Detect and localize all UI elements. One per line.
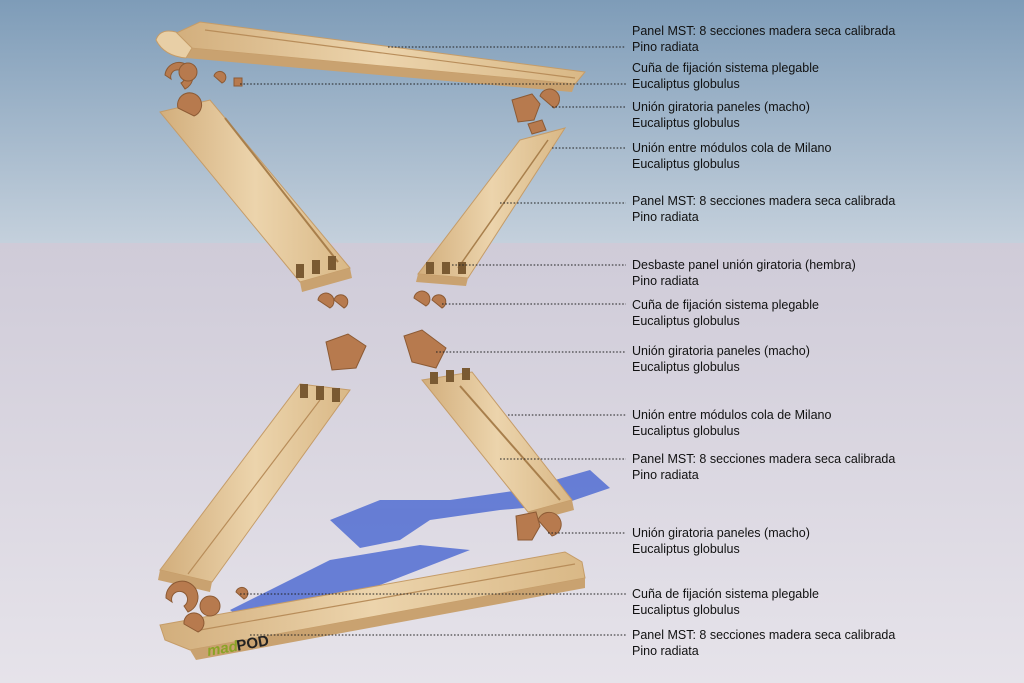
callout-material: Pino radiata	[632, 40, 699, 54]
callout-label: Cuña de fijación sistema plegable	[632, 298, 819, 312]
callout-3: Unión giratoria paneles (macho) Eucalipt…	[632, 99, 810, 131]
callout-material: Eucaliptus globulus	[632, 314, 740, 328]
callout-material: Eucaliptus globulus	[632, 77, 740, 91]
callout-label: Unión giratoria paneles (macho)	[632, 344, 810, 358]
callout-material: Pino radiata	[632, 468, 699, 482]
callout-label: Panel MST: 8 secciones madera seca calib…	[632, 24, 896, 38]
callout-label: Cuña de fijación sistema plegable	[632, 61, 819, 75]
callout-7: Cuña de fijación sistema plegable Eucali…	[632, 297, 819, 329]
callout-label: Cuña de fijación sistema plegable	[632, 587, 819, 601]
callout-label: Panel MST: 8 secciones madera seca calib…	[632, 452, 896, 466]
callout-material: Eucaliptus globulus	[632, 116, 740, 130]
logo-part-pod: POD	[235, 632, 270, 654]
callout-material: Eucaliptus globulus	[632, 603, 740, 617]
callout-10: Panel MST: 8 secciones madera seca calib…	[632, 451, 895, 483]
callout-material: Eucaliptus globulus	[632, 424, 740, 438]
callout-label: Unión entre módulos cola de Milano	[632, 408, 832, 422]
callout-label: Desbaste panel unión giratoria (hembra)	[632, 258, 856, 272]
callout-material: Pino radiata	[632, 644, 699, 658]
callout-material: Eucaliptus globulus	[632, 542, 740, 556]
logo-part-mad: mad	[206, 638, 240, 660]
callout-2: Cuña de fijación sistema plegable Eucali…	[632, 60, 819, 92]
callout-8: Unión giratoria paneles (macho) Eucalipt…	[632, 343, 810, 375]
callout-label: Unión giratoria paneles (macho)	[632, 100, 810, 114]
bottom-panel	[159, 551, 586, 660]
callout-11: Unión giratoria paneles (macho) Eucalipt…	[632, 525, 810, 557]
callout-13: Panel MST: 8 secciones madera seca calib…	[632, 627, 895, 659]
callout-12: Cuña de fijación sistema plegable Eucali…	[632, 586, 819, 618]
eucalyptus-joints	[164, 61, 562, 633]
leader-lines	[240, 46, 626, 636]
callout-label: Unión giratoria paneles (macho)	[632, 526, 810, 540]
upper-right-panel	[416, 127, 567, 286]
top-panel	[155, 21, 586, 92]
callout-5: Panel MST: 8 secciones madera seca calib…	[632, 193, 895, 225]
callout-label: Unión entre módulos cola de Milano	[632, 141, 832, 155]
madpod-logo: mad POD	[206, 632, 271, 660]
callout-9: Unión entre módulos cola de Milano Eucal…	[632, 407, 831, 439]
callout-label: Panel MST: 8 secciones madera seca calib…	[632, 194, 896, 208]
upper-left-panel	[159, 99, 352, 292]
callout-material: Pino radiata	[632, 210, 699, 224]
callout-4: Unión entre módulos cola de Milano Eucal…	[632, 140, 831, 172]
callout-label: Panel MST: 8 secciones madera seca calib…	[632, 628, 896, 642]
callout-material: Pino radiata	[632, 274, 699, 288]
callout-6: Desbaste panel unión giratoria (hembra) …	[632, 257, 856, 289]
callout-1: Panel MST: 8 secciones madera seca calib…	[632, 23, 895, 55]
callout-material: Eucaliptus globulus	[632, 157, 740, 171]
callout-material: Eucaliptus globulus	[632, 360, 740, 374]
